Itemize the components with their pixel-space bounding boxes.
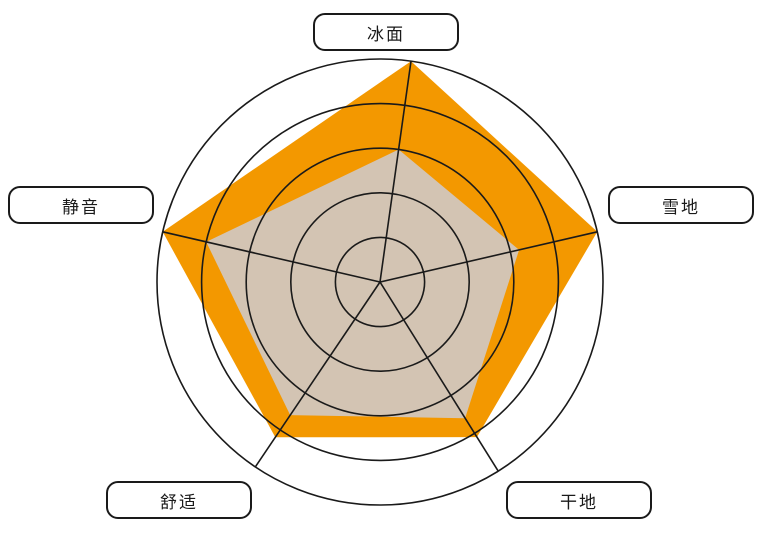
- axis-label-ice: 冰面: [313, 13, 459, 51]
- axis-label-comfort: 舒适: [106, 481, 252, 519]
- axis-spoke-0: [379, 61, 412, 283]
- series-layer: [162, 61, 598, 438]
- grid-layer: [156, 58, 604, 506]
- grid-ring-4: [200, 102, 560, 462]
- axis-spoke-2: [379, 281, 499, 472]
- grid-ring-5: [156, 58, 604, 506]
- axis-spoke-1: [379, 231, 598, 283]
- grid-ring-3: [245, 147, 515, 417]
- grid-ring-2: [289, 192, 470, 372]
- axis-label-snow: 雪地: [608, 186, 754, 224]
- axis-label-dry: 干地: [506, 481, 652, 519]
- axis-spoke-3: [254, 281, 381, 468]
- grid-ring-1: [334, 236, 426, 328]
- axis-label-quiet: 静音: [8, 186, 154, 224]
- axis-spoke-4: [162, 231, 381, 283]
